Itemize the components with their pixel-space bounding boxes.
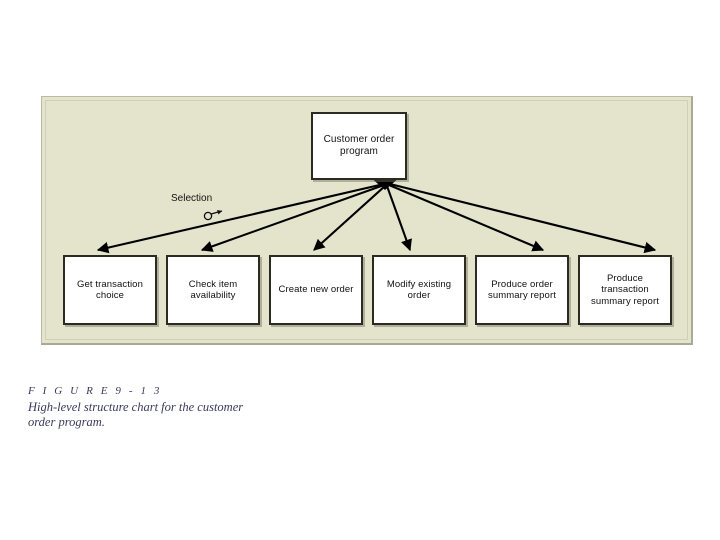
figure-caption-text: High-level structure chart for the custo… [28, 400, 244, 429]
figure-caption: F I G U R E 9 - 1 3 High-level structure… [28, 385, 258, 430]
module-box-produce-order-summary-report[interactable]: Produce order summary report [475, 255, 569, 325]
module-box-produce-transaction-summary-report[interactable]: Produce transaction summary report [578, 255, 672, 325]
figure-number: F I G U R E 9 - 1 3 [28, 385, 163, 397]
module-label-modify-existing-order: Modify existing order [386, 278, 452, 302]
module-label-check-item-availability: Check item availability [188, 278, 238, 302]
module-box-modify-existing-order[interactable]: Modify existing order [372, 255, 466, 325]
module-box-customer-order-program[interactable]: Customer order program [311, 112, 407, 180]
module-label-produce-order-summary-report: Produce order summary report [488, 278, 556, 302]
module-label-produce-transaction-summary-report: Produce transaction summary report [591, 272, 659, 307]
selection-annotation-label: Selection [171, 193, 213, 204]
module-box-check-item-availability[interactable]: Check item availability [166, 255, 260, 325]
module-label-get-transaction-choice: Get transaction choice [77, 278, 143, 302]
module-label-create-new-order: Create new order [278, 284, 354, 296]
module-box-create-new-order[interactable]: Create new order [269, 255, 363, 325]
module-box-get-transaction-choice[interactable]: Get transaction choice [63, 255, 157, 325]
module-label-customer-order-program: Customer order program [323, 133, 395, 158]
